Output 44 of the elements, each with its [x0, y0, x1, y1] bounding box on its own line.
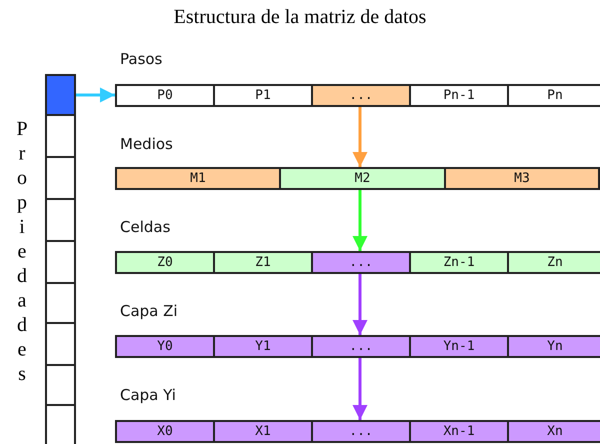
array-cell: Z1: [213, 251, 313, 274]
property-cell: [45, 322, 76, 366]
array-cell: X1: [213, 420, 313, 443]
array-cell: M1: [115, 167, 281, 190]
arrow: [352, 274, 368, 335]
property-cell: [45, 198, 76, 242]
arrow: [76, 88, 115, 102]
arrow: [352, 107, 368, 167]
array-cell: Yn: [507, 335, 600, 358]
array-cell: Zn-1: [409, 251, 509, 274]
array-cell: P0: [115, 84, 215, 107]
row-heading: Capa Zi: [120, 302, 178, 320]
array-cell: M2: [279, 167, 446, 190]
array-cell: M3: [444, 167, 600, 190]
axis-label: Propiedades: [12, 118, 32, 388]
property-cell: [45, 404, 76, 444]
property-cell: [45, 156, 76, 200]
array-cell: X0: [115, 420, 215, 443]
array-cell: ...: [311, 84, 411, 107]
array-cell: Z0: [115, 251, 215, 274]
array-cell: ...: [311, 420, 411, 443]
array-cell: Xn-1: [409, 420, 509, 443]
array-cell: Pn-1: [409, 84, 509, 107]
row-heading: Celdas: [120, 218, 170, 236]
array-cell: Y0: [115, 335, 215, 358]
row-heading: Medios: [120, 135, 173, 153]
row-heading: Pasos: [120, 50, 162, 68]
array-cell: Xn: [507, 420, 600, 443]
array-cell: P1: [213, 84, 313, 107]
row-heading: Capa Yi: [120, 386, 176, 404]
property-cell: [45, 114, 76, 158]
property-cell: [45, 282, 76, 324]
property-cell: [45, 240, 76, 284]
array-cell: Y1: [213, 335, 313, 358]
array-cell: ...: [311, 335, 411, 358]
array-cell: ...: [311, 251, 411, 274]
arrow: [352, 190, 368, 251]
property-cell: [45, 74, 76, 116]
array-cell: Zn: [507, 251, 600, 274]
array-cell: Pn: [507, 84, 600, 107]
diagram-title: Estructura de la matriz de datos: [172, 6, 428, 29]
arrow: [352, 358, 368, 420]
property-cell: [45, 364, 76, 406]
array-cell: Yn-1: [409, 335, 509, 358]
